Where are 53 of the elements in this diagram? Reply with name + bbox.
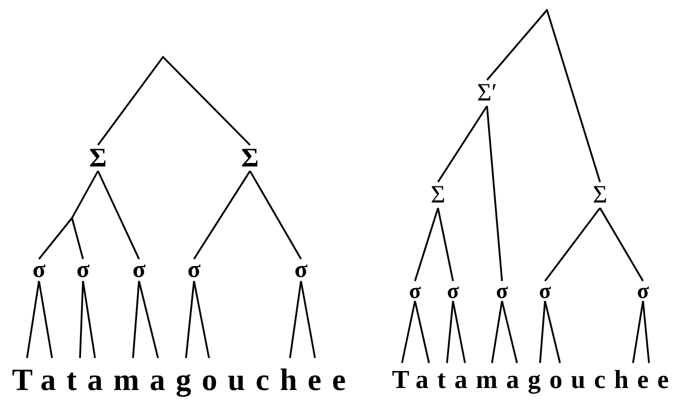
- association-line: [491, 300, 503, 364]
- syllable-label: σ: [294, 258, 308, 282]
- association-line: [185, 280, 195, 358]
- tree-branch: [71, 170, 99, 218]
- tree-branch: [437, 208, 454, 282]
- tree-branch: [546, 10, 601, 182]
- syllable-label: σ: [539, 280, 551, 302]
- syllable-label: σ: [76, 258, 90, 282]
- association-line: [539, 300, 546, 364]
- tree-branch: [414, 208, 439, 282]
- association-line: [544, 300, 561, 364]
- association-line: [300, 280, 316, 358]
- association-line: [138, 280, 159, 358]
- tree-branch: [486, 106, 503, 282]
- tree-branch: [544, 207, 601, 282]
- syllable-label: σ: [187, 258, 201, 282]
- association-line: [26, 280, 40, 358]
- tree-branch: [162, 56, 251, 146]
- syllable-label: σ: [409, 280, 421, 302]
- tree-branch: [437, 106, 488, 182]
- syllable-label: σ: [447, 280, 459, 302]
- word-text: Tatamagouchee: [12, 364, 356, 395]
- association-line: [642, 300, 650, 364]
- syllable-label: σ: [637, 280, 649, 302]
- tree-branch: [97, 56, 164, 146]
- association-line: [38, 280, 53, 358]
- foot-label: Σ′: [476, 80, 498, 106]
- association-line: [401, 300, 416, 364]
- association-line: [132, 280, 140, 358]
- foot-label: Σ: [241, 144, 259, 172]
- association-line: [82, 280, 96, 358]
- tree-branch: [486, 9, 548, 81]
- association-line: [79, 280, 84, 358]
- tree-branch: [97, 170, 140, 260]
- association-line: [193, 280, 210, 358]
- foot-label: Σ: [89, 144, 107, 172]
- tree-branch: [193, 170, 251, 260]
- syllable-label: σ: [496, 280, 508, 302]
- association-line: [452, 300, 466, 364]
- tree-branch: [249, 170, 302, 260]
- association-line: [289, 280, 302, 358]
- tree-branch: [599, 208, 644, 282]
- word-text: Tatamagouchee: [392, 367, 678, 393]
- association-line: [446, 300, 454, 364]
- tree-branch: [71, 218, 84, 260]
- syllable-label: σ: [32, 258, 46, 282]
- foot-label: Σ: [430, 182, 446, 208]
- tree-branch: [38, 217, 73, 260]
- association-line: [414, 300, 430, 364]
- association-line: [632, 300, 644, 364]
- association-line: [501, 300, 518, 364]
- syllable-label: σ: [132, 258, 146, 282]
- foot-label: Σ: [592, 182, 608, 208]
